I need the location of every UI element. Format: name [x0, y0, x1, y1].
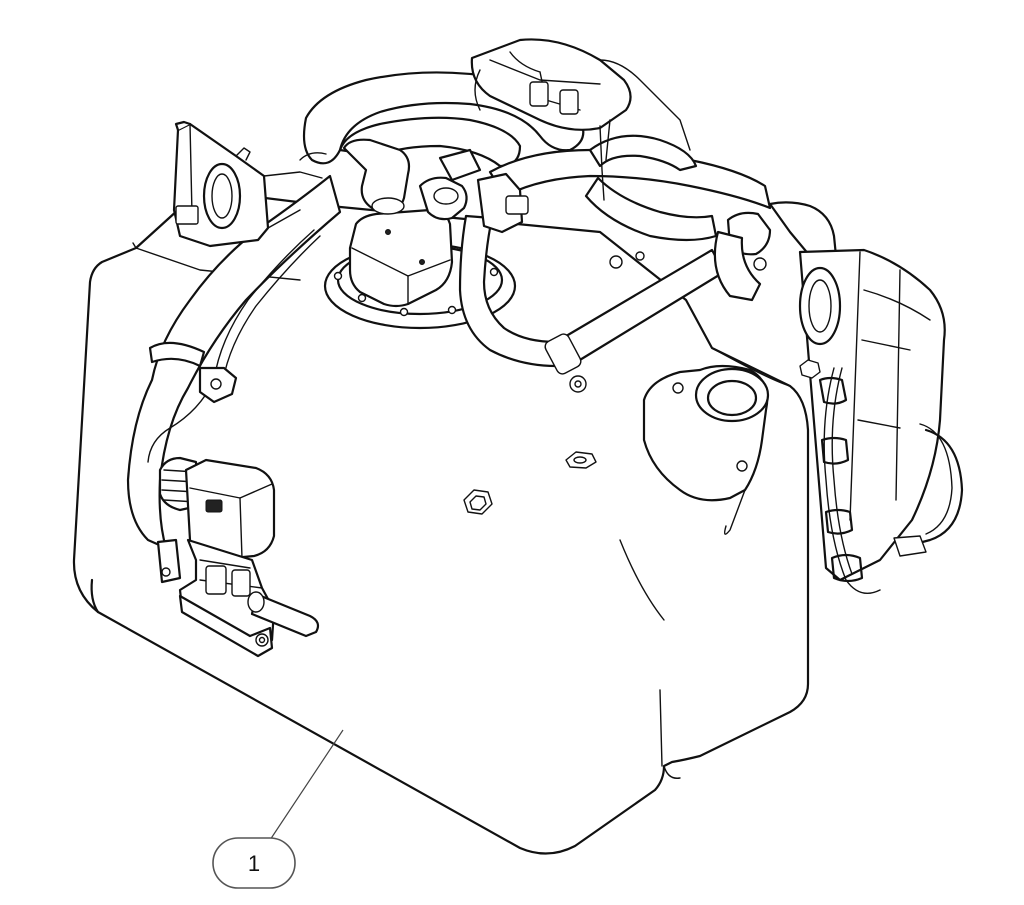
filler-neck: [642, 364, 770, 535]
callout-1: 1: [212, 729, 344, 889]
center-fittings: [418, 148, 529, 234]
tank-body: [72, 188, 810, 855]
left-bracket: [172, 120, 327, 248]
callout-number: 1: [248, 851, 260, 876]
hex-nut: [565, 451, 597, 469]
top-valve-block: [470, 38, 691, 201]
callout-leader: [269, 729, 344, 841]
hose-clamp: [148, 341, 238, 404]
right-module: [609, 201, 964, 594]
callout-bubble: [212, 837, 296, 889]
solenoid-valve: [156, 456, 320, 658]
